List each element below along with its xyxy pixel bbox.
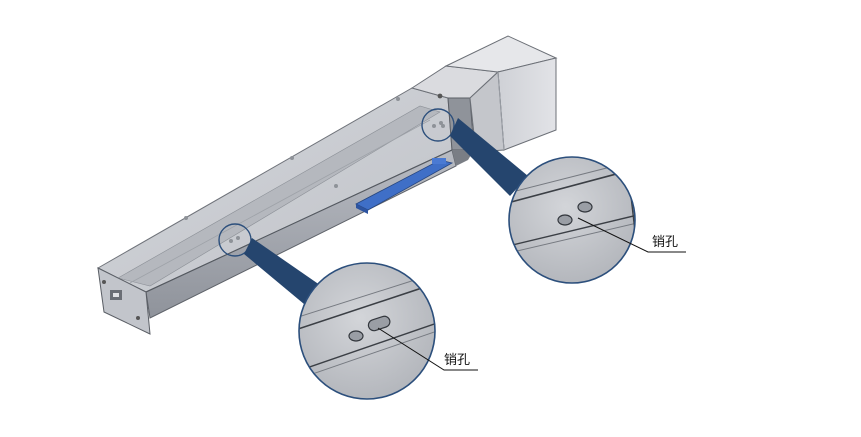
callout-right: 销孔 [577,217,686,253]
leader-band-right [450,118,528,196]
callout-label-left: 销孔 [444,353,470,368]
zoom-detail-left [298,262,436,400]
callout-left: 销孔 [377,327,478,371]
rail-center-band [117,105,441,287]
linear-module [96,35,558,335]
motor-housing [444,35,558,153]
callout-label-right: 销孔 [652,235,678,250]
end-cap [97,267,151,335]
pin-hole-highlight-right [421,108,455,142]
top-screw-holes [184,97,445,220]
blue-slider-part [355,158,454,214]
